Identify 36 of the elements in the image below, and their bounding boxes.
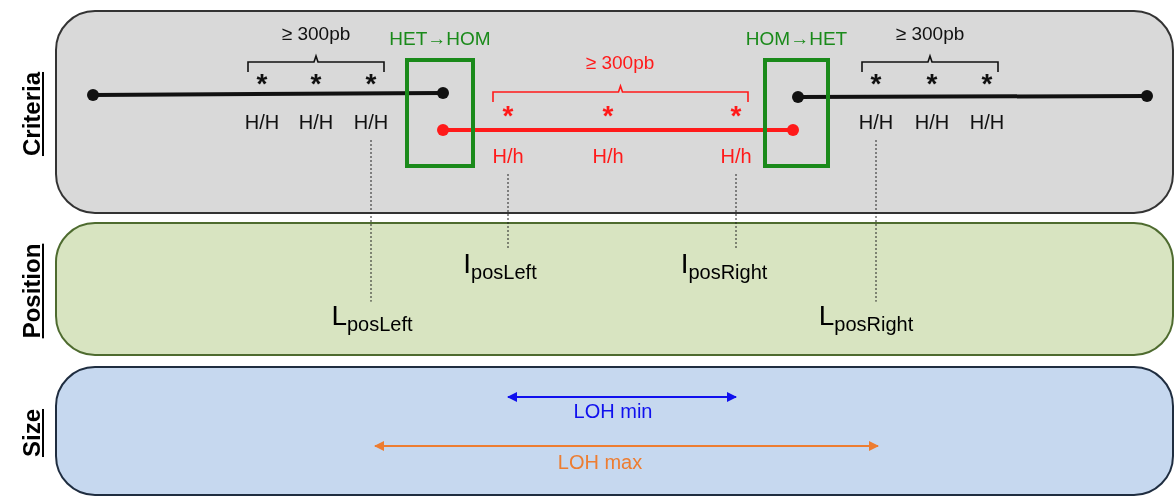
asterisk: * — [502, 102, 514, 130]
genotype-label: H/H — [353, 112, 389, 132]
transition-label: HOM→HET — [745, 28, 848, 50]
length-label: ≥ 300pb — [585, 52, 655, 72]
genotype-label: H/h — [720, 146, 752, 166]
size-label: LOH max — [557, 452, 643, 472]
size-label: LOH min — [573, 401, 653, 421]
genotype-label: H/H — [969, 112, 1005, 132]
genotype-label: H/H — [858, 112, 894, 132]
transition-label: HET→HOM — [389, 28, 491, 50]
position-label: L$_{posRight}$ — [818, 301, 914, 335]
genotype-label: H/H — [914, 112, 950, 132]
asterisk: * — [981, 70, 993, 98]
position-label: I$_{posRight}$ — [680, 249, 768, 283]
asterisk: * — [870, 70, 882, 98]
leader-line — [370, 139, 372, 303]
asterisk: * — [256, 70, 268, 98]
asterisk: * — [365, 70, 377, 98]
length-label: ≥ 300pb — [895, 23, 965, 43]
genotype-label: H/H — [298, 112, 334, 132]
length-label: ≥ 300pb — [281, 23, 351, 43]
asterisk: * — [730, 102, 742, 130]
genotype-label: H/H — [244, 112, 280, 132]
asterisk: * — [310, 70, 322, 98]
position-label: I$_{posLeft}$ — [463, 249, 537, 283]
leader-line — [507, 173, 509, 251]
panel-title: Size — [18, 409, 46, 457]
leader-line — [875, 139, 877, 303]
leader-line — [735, 173, 737, 251]
asterisk: * — [602, 102, 614, 130]
panel-title: Criteria — [18, 72, 46, 156]
genotype-label: H/h — [592, 146, 624, 166]
panel-title: Position — [18, 243, 46, 339]
position-label: L$_{posLeft}$ — [331, 301, 413, 335]
genotype-label: H/h — [492, 146, 524, 166]
asterisk: * — [926, 70, 938, 98]
